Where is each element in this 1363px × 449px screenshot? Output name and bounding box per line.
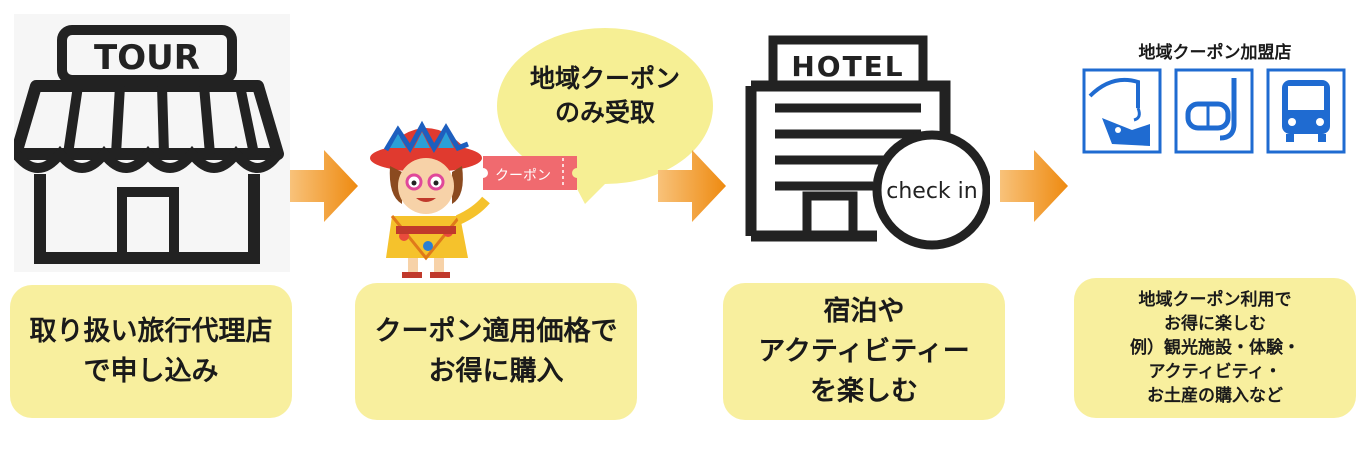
mascot-character-icon [370, 120, 490, 278]
hotel-icon: HOTEL check in [745, 35, 990, 250]
flow-arrow-2 [658, 150, 726, 222]
step-3-line-2: アクティビティー [758, 335, 970, 367]
bubble-text: 地域クーポン のみ受取 [500, 62, 710, 130]
member-shops-title: 地域クーポン加盟店 [1138, 43, 1292, 63]
flow-arrow-3 [1000, 150, 1068, 222]
step-3-line-3: を楽しむ [809, 375, 918, 407]
step-3-line-1: 宿泊や [823, 295, 905, 327]
step-3-box: 宿泊や アクティビティー を楽しむ [723, 283, 1005, 420]
step-4-line-3: 例）観光施設・体験・ [1130, 338, 1300, 358]
speech-bubble [497, 28, 713, 204]
tour-shop-icon: TOUR [14, 14, 290, 272]
bubble-line-1: 地域クーポン [529, 64, 680, 93]
step-1-line-2: で申し込み [83, 355, 219, 387]
fishing-icon [1082, 68, 1162, 154]
step-2-line-2: お得に購入 [428, 355, 564, 387]
step-2-box: クーポン適用価格で お得に購入 [355, 283, 637, 420]
flow-arrow-1 [290, 150, 358, 222]
step-1-box: 取り扱い旅行代理店 で申し込み [10, 285, 292, 418]
step-4-line-1: 地域クーポン利用で [1138, 290, 1292, 310]
coupon-ticket-icon: クーポン [483, 156, 577, 190]
step-1-line-1: 取り扱い旅行代理店 [29, 315, 273, 347]
step-4-line-4: アクティビティ・ [1148, 362, 1282, 382]
bubble-line-2: のみ受取 [554, 98, 655, 127]
coupon-label: クーポン [495, 168, 551, 184]
snorkel-mask-icon [1174, 68, 1254, 154]
step-2-line-1: クーポン適用価格で [374, 315, 618, 347]
step-4-box: 地域クーポン利用で お得に楽しむ 例）観光施設・体験・ アクティビティ・ お土産… [1074, 278, 1356, 418]
step-4-line-5: お土産の購入など [1147, 386, 1283, 406]
tour-sign-text: TOUR [94, 38, 200, 78]
checkin-stamp-text: check in [886, 179, 977, 204]
hotel-sign-text: HOTEL [791, 50, 904, 83]
step-4-line-2: お得に楽しむ [1164, 314, 1266, 334]
bus-icon [1266, 68, 1346, 154]
